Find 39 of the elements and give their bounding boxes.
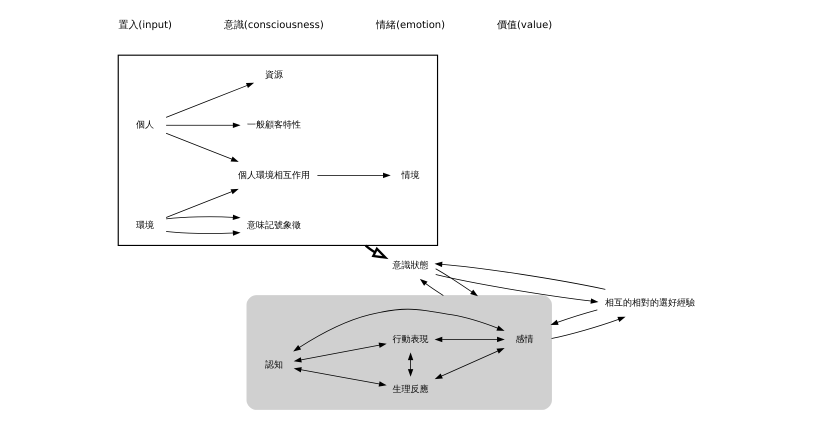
- arrow: [550, 316, 626, 339]
- arrow: [364, 244, 388, 260]
- arrow: [434, 336, 504, 342]
- arrow: [165, 122, 240, 128]
- arrow: [316, 172, 390, 178]
- arrow: [434, 274, 598, 304]
- arrow: [419, 278, 444, 296]
- cluster: [246, 295, 552, 410]
- node-text: 一般顧客特性: [246, 120, 300, 131]
- label: 價值(value): [496, 20, 552, 31]
- label: 意識(consciousness): [223, 20, 324, 31]
- node-text: 意味記號象徵: [246, 220, 300, 231]
- arrow: [165, 188, 238, 218]
- node-text: 情境: [401, 170, 420, 181]
- arrow: [165, 214, 240, 220]
- arrow: [165, 230, 240, 236]
- arrow: [293, 342, 386, 362]
- node-text: 環境: [136, 220, 154, 231]
- arrow: [293, 367, 386, 387]
- node-text: 行動表現: [392, 334, 428, 345]
- arrow: [434, 262, 606, 290]
- node-text: 個人: [136, 120, 154, 131]
- arrow: [292, 308, 504, 352]
- node-text: 相互的相對的選好經驗: [604, 298, 695, 309]
- cluster: [117, 54, 438, 246]
- node-text: 資源: [264, 70, 282, 81]
- node-text: 個人環境相互作用: [237, 170, 310, 181]
- arrow: [434, 268, 478, 296]
- arrow: [434, 348, 504, 380]
- node-text: 認知: [264, 359, 282, 370]
- arrow: [165, 82, 254, 118]
- label: 情緒(emotion): [376, 20, 445, 31]
- node-text: 生理反應: [392, 384, 428, 395]
- label: 置入(input): [118, 20, 172, 31]
- node-text: 感情: [515, 334, 534, 345]
- arrow: [165, 132, 238, 162]
- node-text: 意識狀態: [392, 260, 428, 271]
- arrow: [550, 309, 598, 325]
- arrow: [407, 352, 413, 377]
